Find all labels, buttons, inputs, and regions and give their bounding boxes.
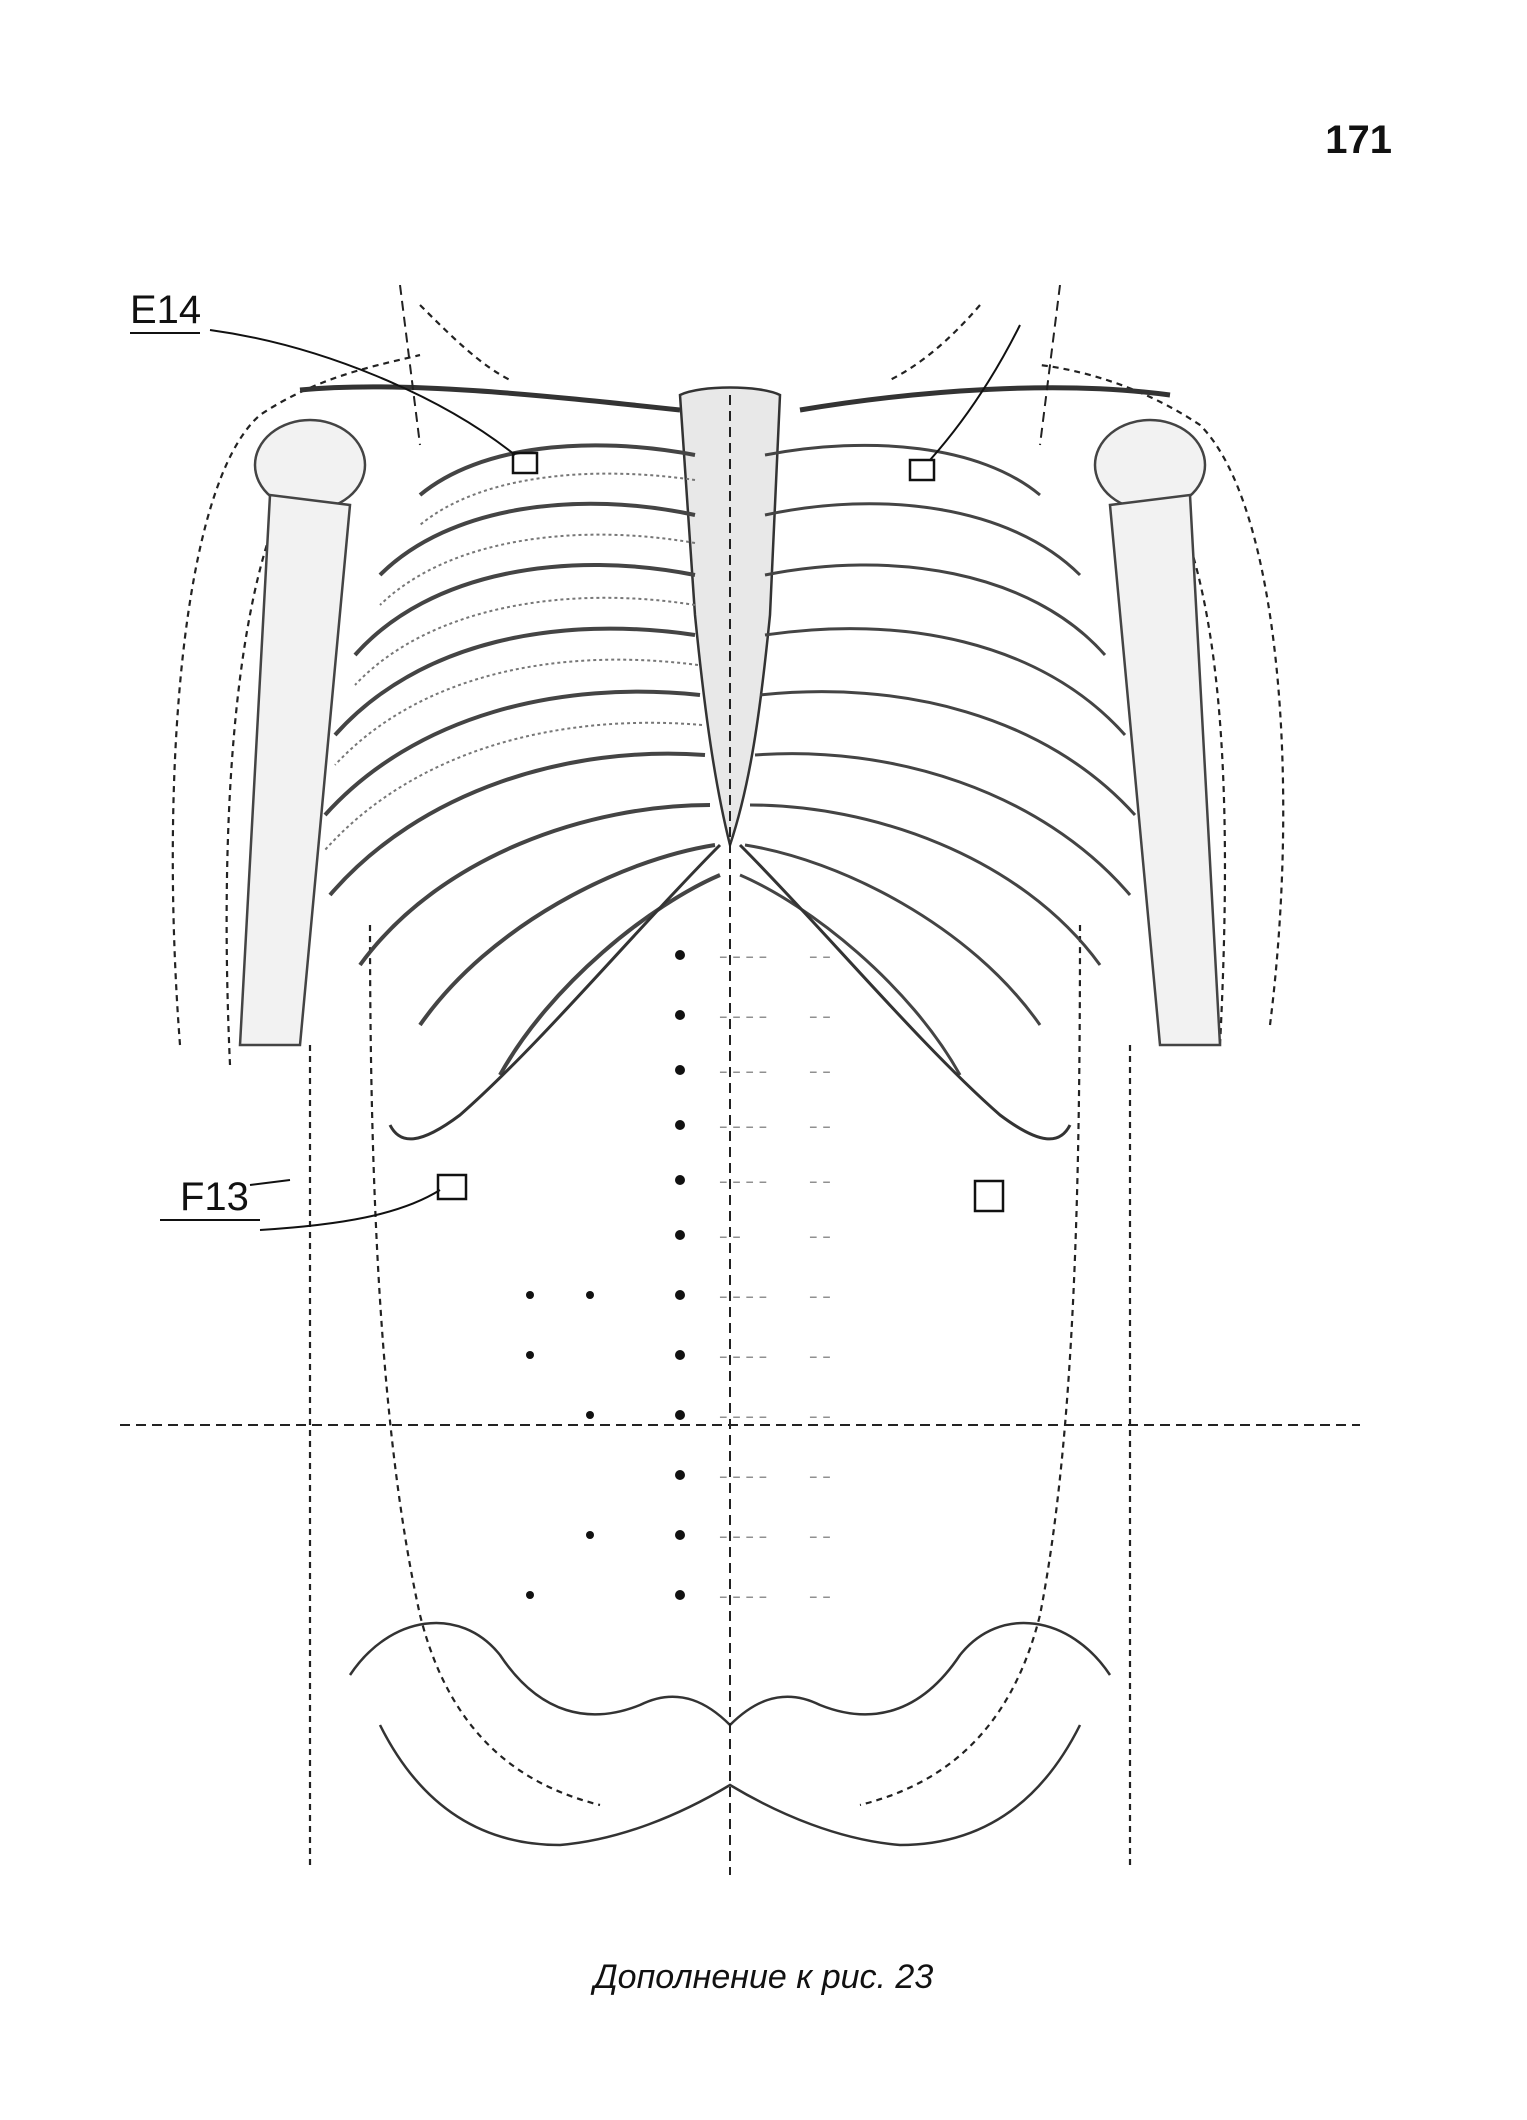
point-codes: — — — — — — — — — — — — — — — — — — — — — —…: [719, 952, 830, 1604]
ribs-right: [739, 443, 1137, 1076]
svg-text:— —: — —: [809, 1592, 830, 1604]
svg-text:— —: — —: [809, 1412, 830, 1424]
humeri: [238, 418, 1222, 1047]
figure-caption: Дополнение к рис. 23: [593, 1958, 934, 1996]
svg-text:— —: — —: [809, 1292, 830, 1304]
sternum: [678, 386, 782, 850]
svg-text:— — — —: — — — —: [719, 1472, 767, 1484]
clavicles: [299, 384, 1171, 413]
pelvis: [348, 1621, 1112, 1847]
svg-text:— — — —: — — — —: [719, 1592, 767, 1604]
svg-text:— —: — —: [809, 1472, 830, 1484]
svg-text:— —: — —: [809, 1177, 830, 1189]
svg-text:— —: — —: [809, 1532, 830, 1544]
svg-text:— — — —: — — — —: [719, 952, 767, 964]
page-number: 171: [1325, 118, 1392, 162]
costal-margin: [388, 843, 1072, 1141]
marker-boxes: [436, 451, 1005, 1213]
reference-lines: [120, 285, 1360, 1875]
svg-text:— — — —: — — — —: [719, 1412, 767, 1424]
svg-text:— —: — —: [809, 1122, 830, 1134]
leader-lines: [209, 324, 1021, 1231]
ribs-left: [323, 443, 721, 1076]
svg-text:— — — —: — — — —: [719, 1067, 767, 1079]
svg-text:— —: — —: [719, 1232, 740, 1244]
svg-text:— —: — —: [809, 1232, 830, 1244]
svg-text:— —: — —: [809, 1067, 830, 1079]
svg-text:— — — —: — — — —: [719, 1122, 767, 1134]
svg-text:— — — —: — — — —: [719, 1012, 767, 1024]
label-e14: E14: [130, 288, 201, 332]
svg-text:— — — —: — — — —: [719, 1292, 767, 1304]
svg-text:— — — —: — — — —: [719, 1352, 767, 1364]
svg-text:— — — —: — — — —: [719, 1177, 767, 1189]
svg-text:— —: — —: [809, 1352, 830, 1364]
ribs-left-inner: [324, 472, 703, 851]
svg-text:— — — —: — — — —: [719, 1532, 767, 1544]
svg-text:— —: — —: [809, 952, 830, 964]
anatomical-figure: — — — — — — — — — — — — — — — — — — — — — —…: [120, 285, 1360, 1875]
label-f13: F13: [180, 1175, 249, 1219]
point-markers: [526, 950, 685, 1600]
svg-text:— —: — —: [809, 1012, 830, 1024]
